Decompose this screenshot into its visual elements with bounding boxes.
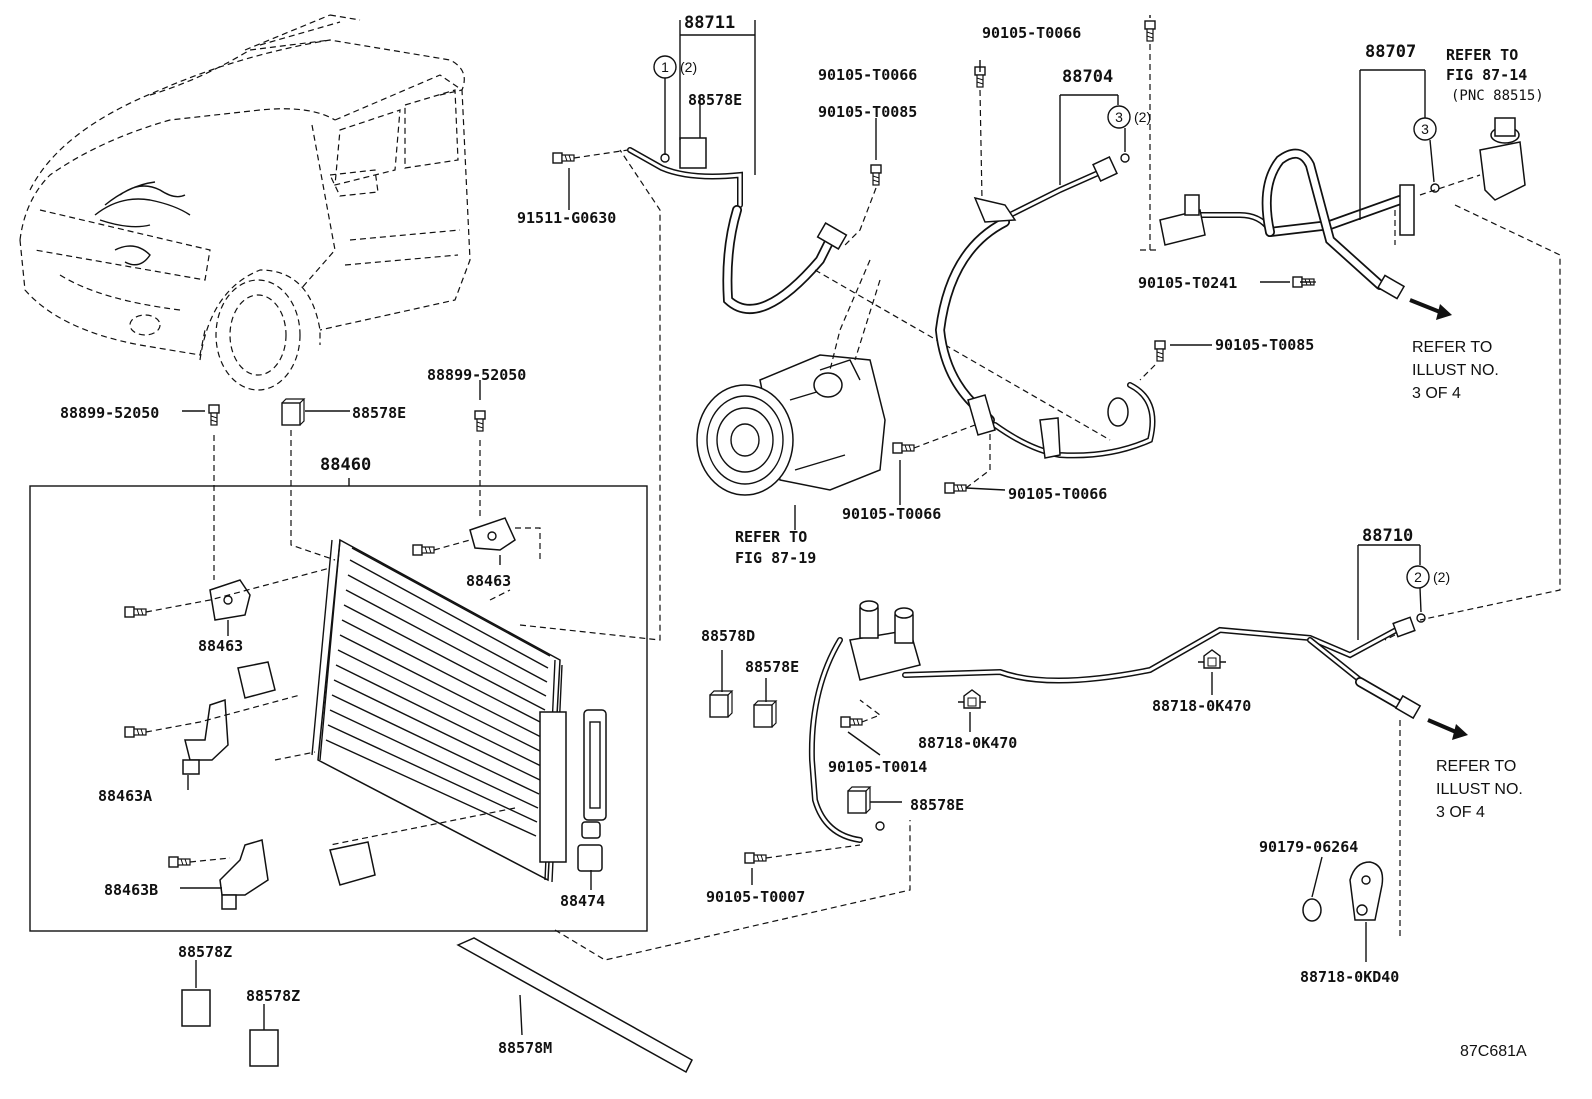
- bracket-88718-0KD40: [1349, 861, 1384, 921]
- label-88578D: 88578D: [701, 627, 755, 645]
- label-88578Z: 88578Z: [246, 987, 300, 1005]
- label-90105-T0014: 90105-T0014: [828, 758, 927, 776]
- label-88711: 88711: [684, 13, 735, 33]
- ref-illust-a-line2: ILLUST NO.: [1412, 362, 1499, 379]
- ref-illust-a-line3: 3 OF 4: [1412, 385, 1461, 402]
- ref-fig-87-14-line1: REFER TO: [1446, 46, 1518, 64]
- bolt-icon: [474, 410, 486, 432]
- vehicle-illustration: [19, 14, 471, 391]
- suction-hose-88704: [934, 156, 1156, 459]
- label-90105-T0007: 90105-T0007: [706, 888, 805, 906]
- diagram-code: 87C681A: [1460, 1043, 1527, 1060]
- label-88710: 88710: [1362, 526, 1413, 546]
- callout-3-b: 3: [1413, 117, 1437, 183]
- condenser-assembly-box: [29, 485, 648, 932]
- label-90105-T0241: 90105-T0241: [1138, 274, 1237, 292]
- label-90105-T0066: 90105-T0066: [1008, 485, 1107, 503]
- ref-fig-87-19-line1: REFER TO: [735, 528, 807, 546]
- dryer-plug-88474: [577, 821, 603, 872]
- label-88718-0KD40: 88718-0KD40: [1300, 968, 1399, 986]
- label-88578E: 88578E: [910, 796, 964, 814]
- label-90105-T0085: 90105-T0085: [818, 103, 917, 121]
- bolt-icon: [124, 606, 147, 618]
- svg-text:1: 1: [661, 59, 669, 75]
- clip-icon: [957, 689, 987, 709]
- pad-88578Z-a: [181, 989, 211, 1027]
- label-90105-T0066: 90105-T0066: [818, 66, 917, 84]
- bolt-icon: [892, 442, 915, 454]
- bolt-icon: [840, 716, 863, 728]
- label-88578E: 88578E: [688, 91, 742, 109]
- label-88707: 88707: [1365, 42, 1416, 62]
- label-88463B: 88463B: [104, 881, 158, 899]
- condenser-core: [311, 538, 607, 883]
- pad-icon: [753, 700, 777, 728]
- label-90105-T0085: 90105-T0085: [1215, 336, 1314, 354]
- bolt-icon: [1144, 20, 1156, 42]
- ref-fig-87-14-line3: (PNC 88515): [1451, 88, 1544, 104]
- insulator-pad-condenser: [237, 661, 376, 886]
- label-88899-52050: 88899-52050: [427, 366, 526, 384]
- label-90105-T0066: 90105-T0066: [982, 24, 1081, 42]
- bolt-icon: [744, 852, 767, 864]
- label-88474: 88474: [560, 892, 605, 910]
- callout-3-a: 3 (2): [1107, 105, 1151, 152]
- svg-text:(2): (2): [1134, 109, 1151, 125]
- ref-fig-87-19-line2: FIG 87-19: [735, 549, 816, 567]
- bolt-icon: [944, 482, 967, 494]
- insulator-strip-88578M: [456, 937, 693, 1074]
- bolt-icon: [168, 856, 191, 868]
- discharge-hose-88711: [627, 137, 848, 314]
- ref-fig-87-14-line2: FIG 87-14: [1446, 66, 1527, 84]
- callout-2: 2 (2): [1406, 565, 1450, 613]
- label-88578M: 88578M: [498, 1039, 552, 1057]
- bolt-icon: [208, 404, 220, 426]
- pad-icon: [847, 786, 871, 814]
- label-88704: 88704: [1062, 67, 1113, 87]
- ref-illust-b-line2: ILLUST NO.: [1436, 781, 1523, 798]
- pad-icon: [281, 398, 305, 426]
- label-91511-G0630: 91511-G0630: [517, 209, 616, 227]
- pad-88578Z-b: [249, 1029, 279, 1067]
- label-88578Z: 88578Z: [178, 943, 232, 961]
- pressure-switch-block: [849, 600, 921, 681]
- bracket-88463A: [182, 698, 229, 775]
- bolt-icon: [1154, 340, 1166, 362]
- svg-text:3: 3: [1421, 121, 1429, 137]
- label-88578E: 88578E: [745, 658, 799, 676]
- liquid-pipe-88710: [808, 616, 1422, 843]
- expansion-valve-88515: [1479, 117, 1526, 201]
- bracket-88463-left: [209, 579, 251, 621]
- label-88463: 88463: [466, 572, 511, 590]
- label-88460: 88460: [320, 455, 371, 475]
- label-88718-0K470: 88718-0K470: [918, 734, 1017, 752]
- ref-illust-b-line1: REFER TO: [1436, 758, 1516, 775]
- label-90179-06264: 90179-06264: [1259, 838, 1358, 856]
- label-90105-T0066: 90105-T0066: [842, 505, 941, 523]
- label-88718-0K470: 88718-0K470: [1152, 697, 1251, 715]
- bolt-icon: [552, 152, 575, 164]
- ref-illust-b-line3: 3 OF 4: [1436, 804, 1485, 821]
- bracket-88463-top: [469, 517, 516, 551]
- label-88463: 88463: [198, 637, 243, 655]
- bolt-icon: [412, 544, 435, 556]
- bolt-icon: [870, 164, 882, 186]
- label-88578E: 88578E: [352, 404, 406, 422]
- hose-88707: [1159, 148, 1415, 300]
- svg-text:2: 2: [1414, 569, 1422, 585]
- bracket-88463B: [219, 839, 269, 910]
- svg-text:(2): (2): [1433, 569, 1450, 585]
- svg-text:3: 3: [1115, 109, 1123, 125]
- svg-text:(2): (2): [680, 59, 697, 75]
- bolt-icon: [124, 726, 147, 738]
- label-88899-52050: 88899-52050: [60, 404, 159, 422]
- clip-icon: [1197, 649, 1227, 669]
- callout-1: 1 (2): [653, 55, 697, 163]
- nut-icon: [1302, 898, 1322, 922]
- label-88463A: 88463A: [98, 787, 152, 805]
- compressor: [696, 354, 886, 496]
- ref-illust-a-line1: REFER TO: [1412, 339, 1492, 356]
- pad-icon: [709, 690, 733, 718]
